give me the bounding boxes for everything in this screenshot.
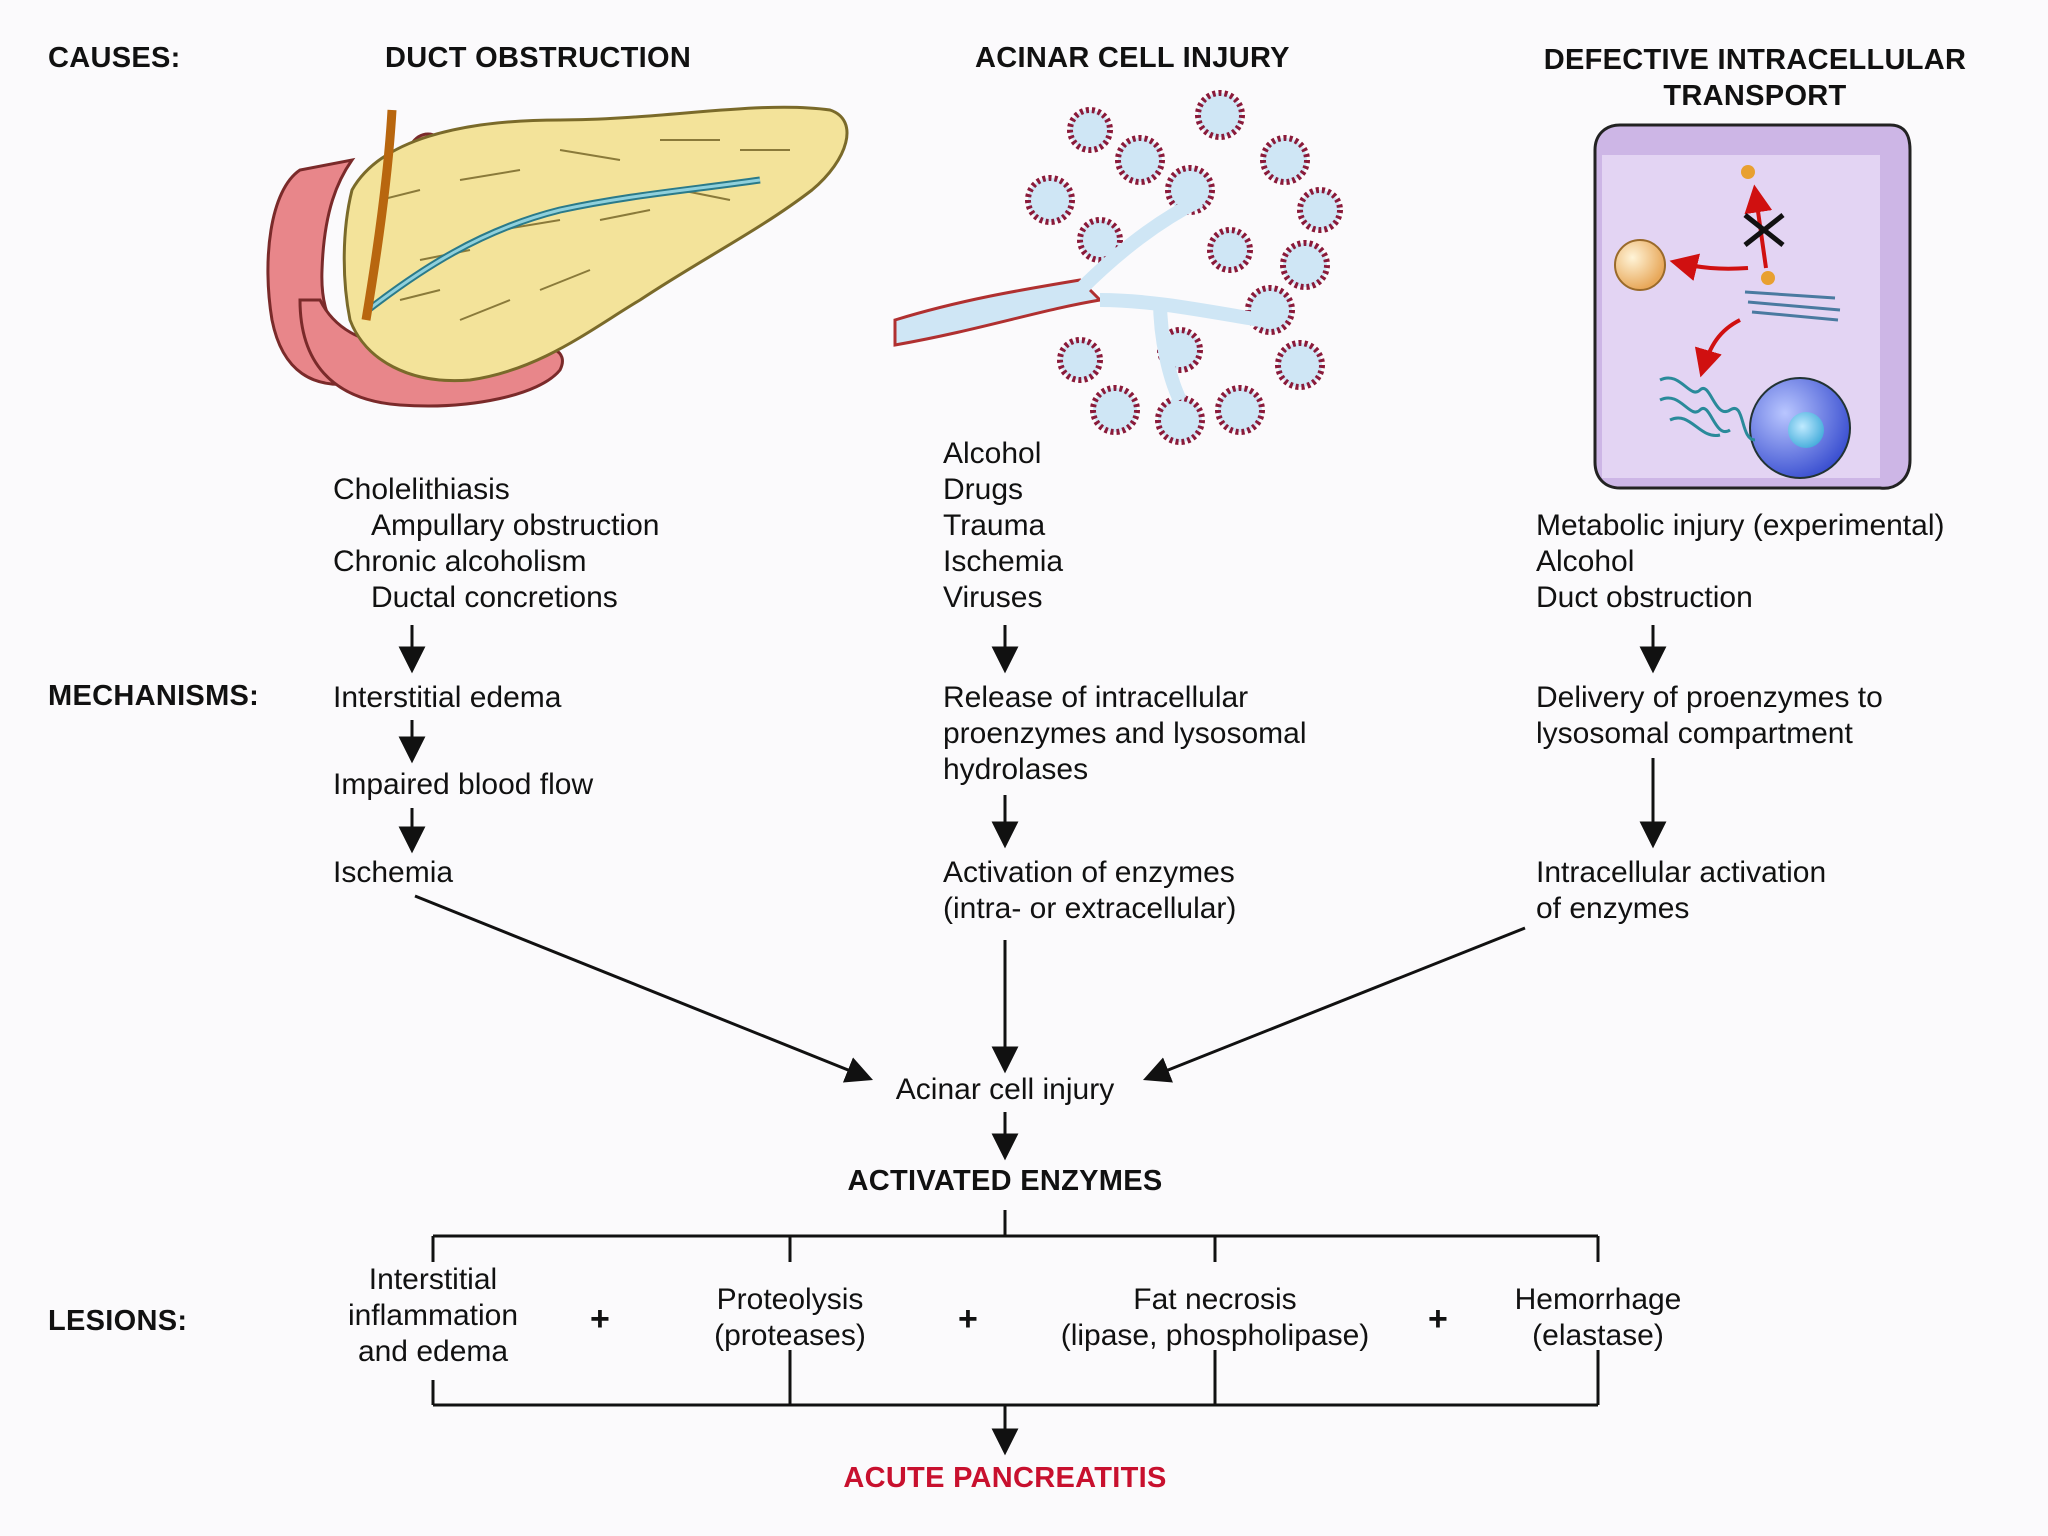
mechanism-line: Interstitial edema xyxy=(333,681,562,714)
lesion-line: Fat necrosis xyxy=(1133,1283,1297,1316)
acinar-causes-list: Alcohol Drugs Trauma Ischemia Viruses xyxy=(943,436,1063,616)
lesion-line: Interstitial xyxy=(368,1263,498,1296)
mechanism-line: proenzymes and lysosomal xyxy=(943,717,1307,750)
lesion-line: (proteases) xyxy=(714,1319,866,1352)
mechanism-line: Delivery of proenzymes to xyxy=(1536,681,1883,714)
cell-illustration xyxy=(1593,123,1912,490)
mechanism-step: Delivery of proenzymes to lysosomal comp… xyxy=(1536,680,1883,752)
cause-item: Ductal concretions xyxy=(371,581,618,614)
acinar-cell-injury-title: ACINAR CELL INJURY xyxy=(975,42,1290,74)
mechanism-line: Impaired blood flow xyxy=(333,768,594,801)
lesion-proteolysis: Proteolysis (proteases) xyxy=(660,1282,920,1354)
plus-sign: + xyxy=(1428,1300,1448,1338)
title-line: TRANSPORT xyxy=(1663,80,1847,112)
transport-causes-list: Metabolic injury (experimental) Alcohol … xyxy=(1536,508,1945,616)
cause-item: Ampullary obstruction xyxy=(371,509,660,542)
mechanism-step: Impaired blood flow xyxy=(333,767,593,803)
causes-header: CAUSES: xyxy=(48,42,181,74)
mechanism-line: Release of intracellular xyxy=(943,681,1249,714)
cause-item: Chronic alcoholism xyxy=(333,545,587,578)
lesion-interstitial: Interstitial inflammation and edema xyxy=(313,1262,553,1370)
lesion-fat-necrosis: Fat necrosis (lipase, phospholipase) xyxy=(1035,1282,1395,1354)
mechanism-line: lysosomal compartment xyxy=(1536,717,1853,750)
pancreas-illustration xyxy=(266,105,849,408)
duct-causes-list: Cholelithiasis Ampullary obstruction Chr… xyxy=(333,472,659,616)
mechanism-line: of enzymes xyxy=(1536,892,1690,925)
cause-item: Duct obstruction xyxy=(1536,581,1753,614)
mechanism-step: Release of intracellular proenzymes and … xyxy=(943,680,1307,788)
lesion-line: (elastase) xyxy=(1532,1319,1664,1352)
lesion-hemorrhage: Hemorrhage (elastase) xyxy=(1468,1282,1728,1354)
defective-transport-title: DEFECTIVE INTRACELLULAR TRANSPORT xyxy=(1520,42,1990,114)
mechanism-line: Intracellular activation xyxy=(1536,856,1827,889)
mechanism-line: Ischemia xyxy=(333,856,454,889)
cause-item: Alcohol xyxy=(943,437,1042,470)
cause-item: Drugs xyxy=(943,473,1024,506)
cause-item: Ischemia xyxy=(943,545,1064,578)
lesion-line: Hemorrhage xyxy=(1514,1283,1682,1316)
mechanism-step: Ischemia xyxy=(333,855,453,891)
lesion-line: inflammation xyxy=(347,1299,519,1332)
acinar-cell-injury-node: Acinar cell injury xyxy=(895,1073,1115,1106)
mechanism-step: Intracellular activation of enzymes xyxy=(1536,855,1826,927)
arrows xyxy=(398,625,1667,1456)
cause-item: Alcohol xyxy=(1536,545,1635,578)
mechanism-line: hydrolases xyxy=(943,753,1089,786)
mechanism-line: Activation of enzymes xyxy=(943,856,1235,889)
title-line: DEFECTIVE INTRACELLULAR xyxy=(1543,44,1967,76)
cause-item: Viruses xyxy=(943,581,1043,614)
acinus-illustration xyxy=(893,90,1343,445)
mechanism-step: Interstitial edema xyxy=(333,680,561,716)
lesion-line: and edema xyxy=(357,1335,509,1368)
mechanism-line: (intra- or extracellular) xyxy=(943,892,1237,925)
cause-item: Trauma xyxy=(943,509,1046,542)
cause-item: Metabolic injury (experimental) xyxy=(1536,509,1945,542)
activated-enzymes-node: ACTIVATED ENZYMES xyxy=(847,1165,1163,1197)
mechanisms-header: MECHANISMS: xyxy=(48,680,260,712)
cause-item: Cholelithiasis xyxy=(333,473,510,506)
plus-sign: + xyxy=(590,1300,610,1338)
acute-pancreatitis-result: ACUTE PANCREATITIS xyxy=(843,1462,1167,1494)
duct-obstruction-title: DUCT OBSTRUCTION xyxy=(385,42,692,74)
lesion-line: (lipase, phospholipase) xyxy=(1060,1319,1370,1352)
lesion-line: Proteolysis xyxy=(716,1283,864,1316)
plus-sign: + xyxy=(958,1300,978,1338)
lesions-header: LESIONS: xyxy=(48,1305,188,1337)
mechanism-step: Activation of enzymes (intra- or extrace… xyxy=(943,855,1236,927)
